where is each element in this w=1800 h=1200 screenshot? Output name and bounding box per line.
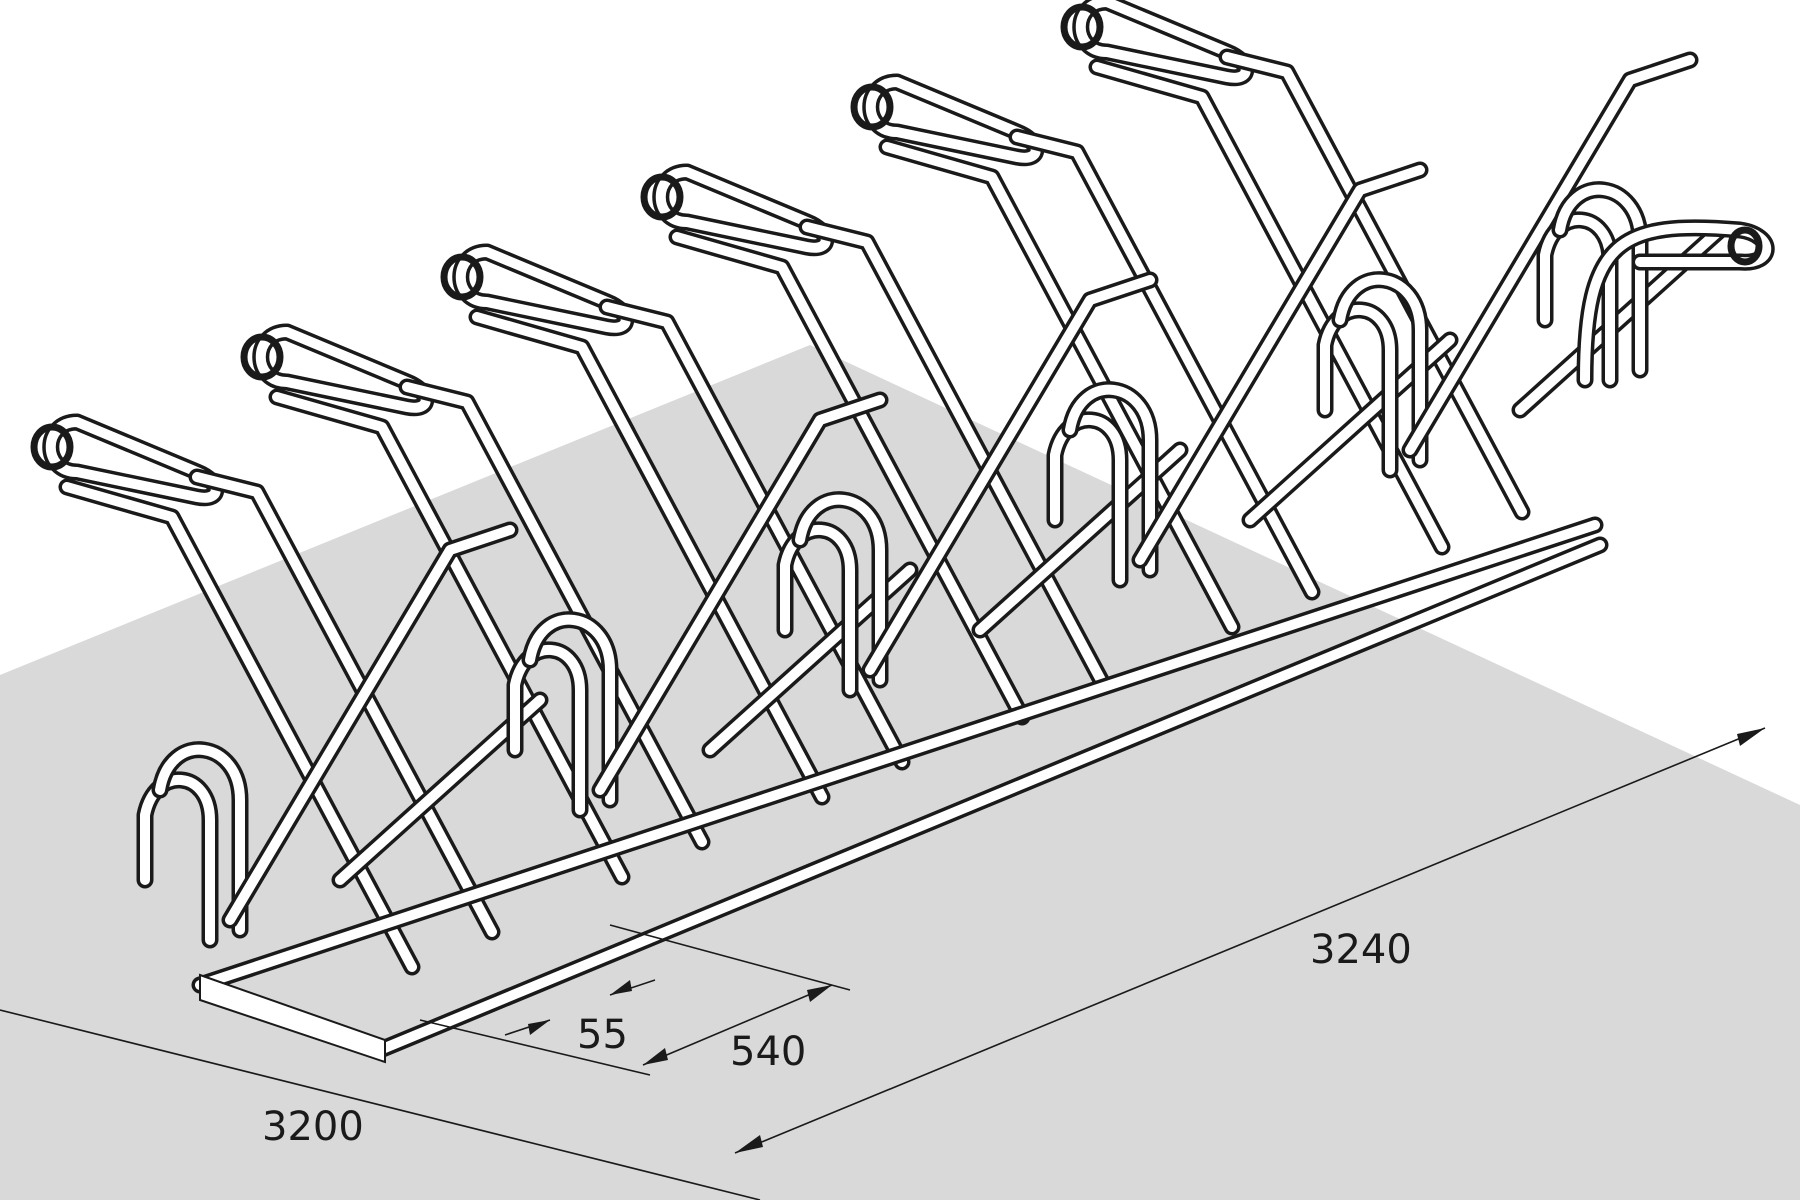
end-holder-ring [1727, 226, 1763, 266]
dimension-lines [0, 727, 1766, 1200]
extension-bay-b [419, 1019, 651, 1076]
holder-arm-inner [668, 228, 1031, 726]
holder-ring [240, 333, 284, 381]
front-loop [1046, 411, 1129, 589]
holder-arm-inner [268, 388, 631, 886]
holder-arm [598, 298, 911, 771]
x-brace-a [591, 391, 889, 799]
dimension-tube-gap: 55 [577, 1012, 628, 1058]
holder-arm-inner [58, 478, 421, 976]
dimension-total-length: 3200 [262, 1104, 364, 1150]
holder-arm [1008, 128, 1321, 601]
front-loop [776, 521, 859, 699]
rear-holder [240, 323, 711, 886]
arrow-gap-a [528, 1020, 550, 1035]
front-loop [1316, 301, 1399, 479]
extension-bay-a [609, 924, 851, 991]
x-brace-a [861, 271, 1159, 679]
rear-holder [440, 243, 911, 806]
end-holder-loop [1576, 219, 1775, 389]
dimension-bay-spacing: 540 [730, 1029, 806, 1075]
front-loop-outer [791, 491, 889, 689]
front-rail [191, 516, 1604, 994]
x-brace-a [221, 521, 519, 929]
holder-arm [798, 218, 1111, 691]
dimension-line-total [0, 1009, 761, 1200]
x-brace-a [1401, 51, 1699, 459]
dimension-line-bay [642, 984, 833, 1066]
holder-ring [1060, 3, 1104, 51]
arrow-depth-left [735, 1135, 763, 1153]
holder-arm [1218, 48, 1531, 521]
arrow-bay-left [643, 1048, 668, 1065]
arrow-bay-right [807, 985, 832, 1002]
end-plate [199, 973, 386, 1064]
front-loop [506, 641, 589, 819]
arrow-gap-b [610, 980, 632, 995]
rear-holder [30, 413, 501, 976]
x-brace-a [1131, 161, 1429, 569]
front-loop-outer [151, 741, 249, 939]
holder-ring [30, 423, 74, 471]
holder-arm [188, 468, 501, 941]
front-loop-outer [1331, 271, 1429, 469]
holder-arm-inner [1088, 58, 1451, 556]
dimension-floor-depth: 3240 [1310, 927, 1412, 973]
front-loop [136, 771, 219, 949]
holder-arm-inner [468, 308, 831, 806]
rear-rail [371, 536, 1609, 1059]
arrow-depth-right [1737, 728, 1765, 746]
holder-ring [440, 253, 484, 301]
holder-ring [640, 173, 684, 221]
dimension-line-depth [734, 727, 1766, 1154]
holder-ring [850, 83, 894, 131]
front-rack [136, 51, 1775, 949]
holder-arm [398, 378, 711, 851]
front-loop-outer [1061, 381, 1159, 579]
rear-holder [1060, 0, 1531, 556]
front-loop-outer [521, 611, 619, 809]
rear-holder [640, 163, 1111, 726]
ground-rails [191, 516, 1609, 1064]
